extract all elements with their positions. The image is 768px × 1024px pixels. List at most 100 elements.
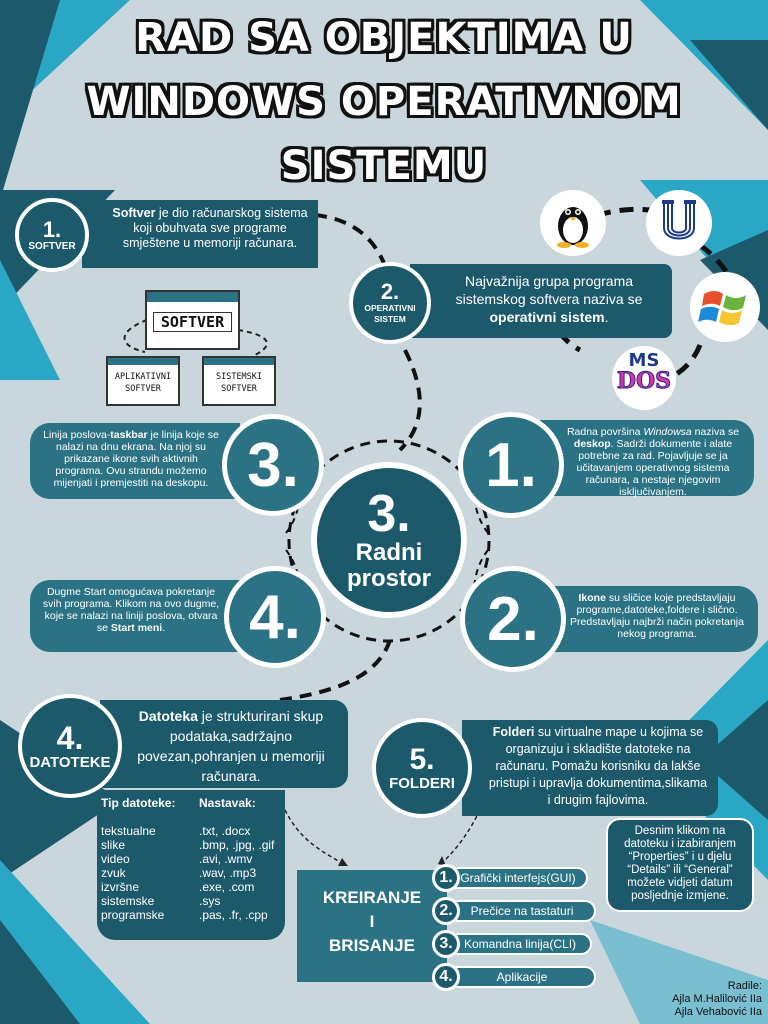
folderi-description-box: Folderi su virtualne mape u kojima se or… bbox=[462, 720, 718, 816]
row-ext: .txt, .docx bbox=[199, 824, 251, 838]
row-ext: .pas, .fr, .cpp bbox=[199, 908, 268, 922]
start-term: Start meni bbox=[110, 622, 163, 634]
step-number-text: 4. bbox=[439, 968, 453, 985]
title-line-1: RAD SA OBJEKTIMA U bbox=[135, 15, 633, 61]
softver-label: SOFTVER bbox=[28, 240, 76, 252]
table-row: izvršne.exe, .com bbox=[101, 880, 281, 894]
os-term: operativni sistem bbox=[489, 309, 605, 325]
step-number: 3. bbox=[432, 930, 460, 958]
os-text-end: . bbox=[604, 309, 609, 325]
table-row: tekstualne .txt, .docx bbox=[101, 824, 281, 838]
desktop-text-italic: Windowsa bbox=[643, 426, 692, 438]
step-number: 4. bbox=[432, 963, 460, 991]
step-precice: Prečice na tastaturi bbox=[448, 900, 596, 922]
title-line-3: SISTEMU bbox=[280, 143, 488, 189]
ikone-description: Ikone su sličice koje predstavljaju prog… bbox=[540, 586, 758, 652]
step-label: Prečice na tastaturi bbox=[470, 904, 574, 918]
title-line-2: WINDOWS OPERATIVNOM bbox=[86, 79, 682, 125]
folder-aplikativni: APLIKATIVNI SOFTVER bbox=[106, 356, 180, 406]
folderi-label: FOLDERI bbox=[389, 774, 455, 792]
table-row: programske .pas, .fr, .cpp bbox=[101, 908, 281, 922]
taskbar-description: Linija poslova-taskbar je linija koje se… bbox=[30, 423, 240, 499]
folderi-circle: 5. FOLDERI bbox=[372, 718, 472, 818]
step-cli: Komandna linija(CLI) bbox=[448, 933, 592, 955]
authors-label: Radile: bbox=[727, 980, 762, 992]
start-text-end: . bbox=[162, 622, 166, 634]
ikone-term: Ikone bbox=[578, 592, 606, 604]
folder-bar bbox=[147, 292, 238, 302]
msdos-ms-text: MS bbox=[628, 350, 660, 371]
row-type: video bbox=[101, 852, 130, 866]
start-number: 4. bbox=[249, 582, 301, 652]
row-type: zvuk bbox=[101, 866, 126, 880]
desktop-text-2: naziva se bbox=[691, 426, 740, 438]
taskbar-text-2: je linija koje se nalazi na dnu ekrana. … bbox=[53, 429, 219, 489]
datoteke-label: DATOTEKE bbox=[29, 753, 111, 771]
row-ext: .avi, .wmv bbox=[199, 852, 253, 866]
desktop-number-circle: 1. bbox=[458, 412, 564, 518]
folder-sistemski: SISTEMSKI SOFTVER bbox=[202, 356, 276, 406]
kreiranje-line-3: BRISANJE bbox=[329, 936, 415, 955]
msdos-logo-icon: MS DOS bbox=[612, 346, 676, 410]
step-label: Grafički interfejs(GUI) bbox=[460, 871, 576, 885]
os-text: Najvažnija grupa programa sistemskog sof… bbox=[455, 273, 643, 307]
folder-aplikativni-label: APLIKATIVNI SOFTVER bbox=[114, 372, 172, 394]
kreiranje-box: KREIRANJE I BRISANJE bbox=[297, 870, 447, 982]
taskbar-number: 3. bbox=[247, 430, 299, 500]
softver-description-box: Softver je dio računarskog sistema koji … bbox=[82, 200, 318, 268]
os-circle: 2. OPERATIVNI SISTEM bbox=[349, 262, 431, 344]
desktop-term: deskop bbox=[573, 438, 611, 450]
row-ext: .bmp, .jpg, .gif bbox=[199, 838, 275, 852]
taskbar-number-circle: 3. bbox=[222, 414, 324, 516]
datoteke-text: je strukturirani skup podataka,sadržajno… bbox=[137, 708, 325, 784]
radni-prostor-circle: 3. Radni prostor bbox=[311, 462, 467, 618]
table-row: zvuk .wav, .mp3 bbox=[101, 866, 281, 880]
os-label: OPERATIVNI SISTEM bbox=[364, 303, 416, 324]
step-label: Aplikacije bbox=[496, 970, 548, 984]
taskbar-term: taskbar bbox=[110, 429, 148, 441]
author-2: Ajla Vehabović IIa bbox=[674, 1006, 762, 1018]
folderi-note: Desnim klikom na datoteku i izabiranjem … bbox=[606, 818, 754, 912]
datoteke-circle: 4. DATOTEKE bbox=[18, 694, 122, 798]
table-row: sistemske.sys bbox=[101, 894, 281, 908]
kreiranje-line-2: I bbox=[369, 912, 375, 931]
header-tip: Tip datoteke: bbox=[101, 796, 176, 810]
ikone-text: su sličice koje predstavljaju programe,d… bbox=[570, 592, 744, 640]
row-type: izvršne bbox=[101, 880, 140, 894]
folderi-number: 5. bbox=[409, 742, 435, 776]
msdos-dos-text: DOS bbox=[616, 368, 672, 394]
datoteke-number: 4. bbox=[56, 719, 84, 756]
authors: Radile: Ajla M.Halilović IIa Ajla Vehabo… bbox=[672, 980, 762, 1019]
row-ext: .sys bbox=[199, 894, 221, 908]
linux-tux-icon bbox=[540, 190, 606, 256]
step-number: 2. bbox=[432, 897, 460, 925]
softver-text: je dio računarskog sistema koji obuhvata… bbox=[122, 206, 308, 250]
datoteke-description-box: Datoteka je strukturirani skup podataka,… bbox=[100, 700, 348, 788]
datoteke-term: Datoteka bbox=[138, 708, 198, 724]
softver-circle: 1. SOFTVER bbox=[15, 198, 89, 272]
header-nastavak: Nastavak: bbox=[199, 796, 256, 810]
file-types-table: Tip datoteke: Nastavak: tekstualne .txt, … bbox=[97, 790, 285, 940]
page-title: RAD SA OBJEKTIMA U WINDOWS OPERATIVNOM S… bbox=[0, 6, 768, 198]
start-number-circle: 4. bbox=[224, 566, 326, 668]
step-number-text: 2. bbox=[439, 902, 453, 919]
folder-softver: SOFTVER bbox=[145, 290, 240, 350]
desktop-number: 1. bbox=[485, 430, 537, 500]
table-row: video .avi, .wmv bbox=[101, 852, 281, 866]
step-number-text: 3. bbox=[439, 935, 453, 952]
desktop-description: Radna površina Windowsa naziva se deskop… bbox=[540, 420, 754, 498]
author-1: Ajla M.Halilović IIa bbox=[672, 993, 762, 1005]
ikone-number: 2. bbox=[487, 584, 539, 654]
softver-term: Softver bbox=[112, 206, 156, 220]
radni-label-1: Radni bbox=[355, 539, 423, 566]
row-type: slike bbox=[101, 838, 126, 852]
row-ext: .wav, .mp3 bbox=[199, 866, 257, 880]
row-type: tekstualne bbox=[101, 824, 156, 838]
step-label: Komandna linija(CLI) bbox=[463, 937, 577, 951]
unix-logo-icon bbox=[646, 190, 712, 256]
row-type: programske bbox=[101, 908, 165, 922]
start-text: Dugme Start omogućava pokretanje svih pr… bbox=[42, 586, 220, 634]
softver-number: 1. bbox=[42, 216, 62, 242]
windows-logo-icon bbox=[690, 272, 760, 342]
folderi-term: Folderi bbox=[492, 725, 535, 739]
